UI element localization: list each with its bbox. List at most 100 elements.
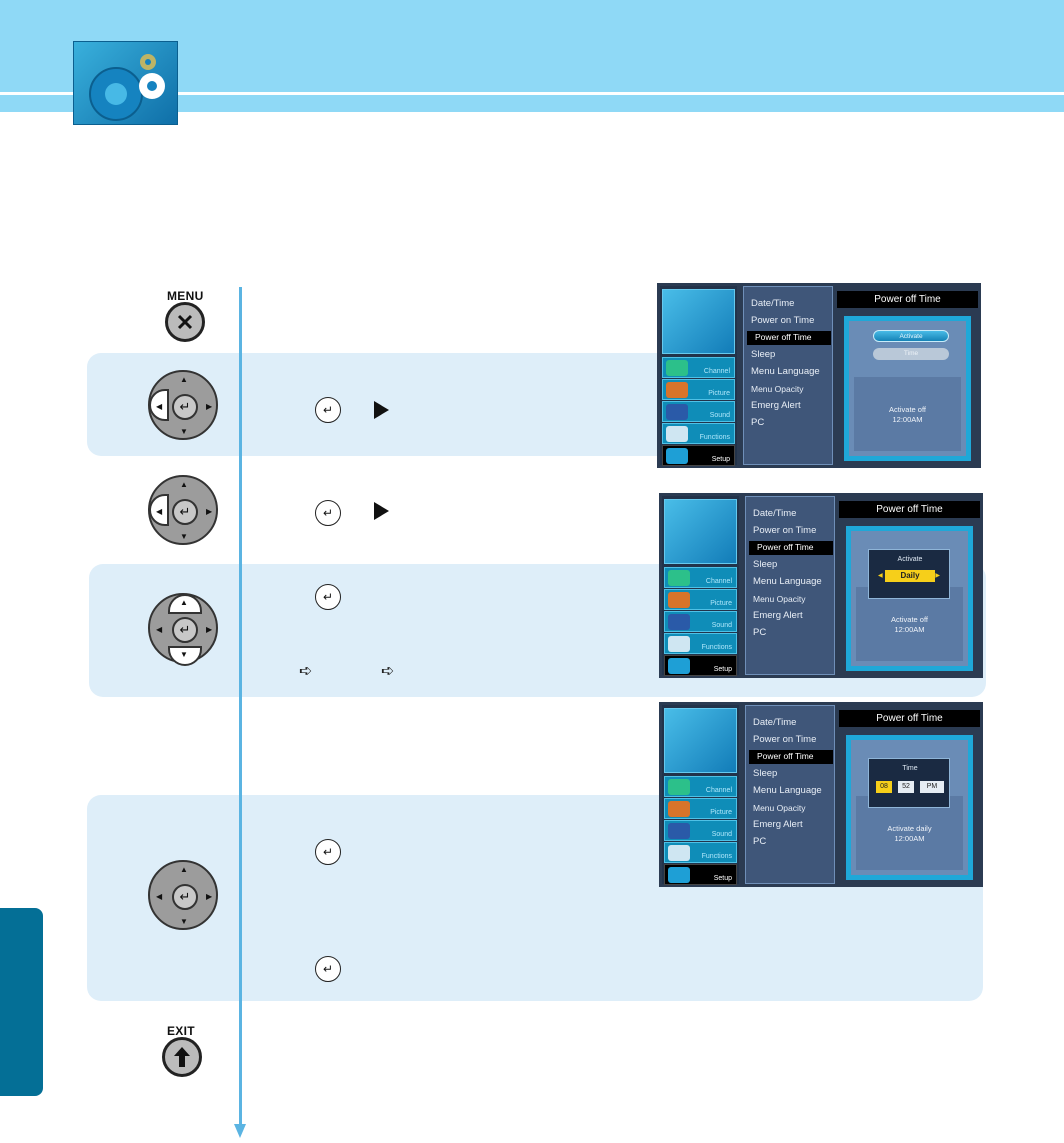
setup-icon [666, 448, 688, 464]
enter-key[interactable]: ↵ [172, 394, 198, 420]
category-channel[interactable]: Channel [662, 357, 735, 378]
enter-key[interactable]: ↵ [172, 884, 198, 910]
panel-frame: Activate Time Activate off 12:00AM [844, 316, 971, 461]
menu-item-power-off-time[interactable]: Power off Time [749, 541, 833, 555]
menu-item-menu-language[interactable]: Menu Language [751, 366, 820, 377]
category-picture[interactable]: Picture [664, 798, 737, 819]
exit-button-label: EXIT [167, 1024, 195, 1038]
menu-item-power-on-time[interactable]: Power on Time [753, 525, 817, 536]
time-button[interactable]: Time [873, 348, 949, 360]
panel-title: Power off Time [839, 710, 980, 727]
functions-icon [668, 845, 690, 861]
category-picture[interactable]: Picture [664, 589, 737, 610]
sound-icon [666, 404, 688, 420]
enter-icon: ↵ [315, 584, 341, 610]
dpad-left-highlight[interactable]: ▲ ▼ ◀ ▶ ↵ [148, 370, 218, 440]
dpad-updown-highlight[interactable]: ▲ ▼ ◀ ▶ ↵ [148, 593, 218, 666]
category-sound[interactable]: Sound [664, 820, 737, 841]
play-triangle-icon [374, 401, 389, 419]
activate-button[interactable]: Activate [873, 330, 949, 342]
menu-button[interactable] [165, 302, 205, 342]
activate-value-selector[interactable]: Daily [885, 570, 935, 582]
status-line-1: Activate off [889, 405, 926, 414]
ampm-field[interactable]: PM [920, 781, 944, 793]
menu-item-menu-language[interactable]: Menu Language [753, 785, 822, 796]
category-bar: Channel Picture Sound Functions Setup [662, 705, 739, 885]
status-box: Activate daily 12:00AM [856, 796, 963, 870]
setup-gear-icon [73, 41, 178, 125]
left-arrow-icon: ◀ [156, 507, 163, 516]
menu-item-power-on-time[interactable]: Power on Time [751, 315, 815, 326]
dpad[interactable]: ▲ ▼ ◀ ▶ ↵ [148, 860, 218, 930]
category-bar: Channel Picture Sound Functions Setup [660, 286, 737, 466]
close-x-icon [177, 314, 193, 330]
dpad-left-highlight[interactable]: ▲ ▼ ◀ ▶ ↵ [148, 475, 218, 545]
enter-key[interactable]: ↵ [172, 499, 198, 525]
dpad-left-key[interactable] [149, 494, 169, 526]
play-triangle-icon [374, 502, 389, 520]
menu-item-menu-opacity[interactable]: Menu Opacity [753, 803, 806, 813]
enter-icon: ↵ [315, 397, 341, 423]
up-arrow-icon: ▲ [180, 480, 188, 489]
category-setup[interactable]: Setup [664, 864, 737, 885]
category-functions[interactable]: Functions [664, 842, 737, 863]
menu-item-menu-opacity[interactable]: Menu Opacity [751, 384, 804, 394]
category-sound[interactable]: Sound [664, 611, 737, 632]
flow-arrowhead [234, 1124, 246, 1138]
panel-title: Power off Time [837, 291, 978, 308]
menu-item-menu-language[interactable]: Menu Language [753, 576, 822, 587]
menu-item-emerg-alert[interactable]: Emerg Alert [753, 819, 803, 830]
category-channel[interactable]: Channel [664, 776, 737, 797]
menu-item-emerg-alert[interactable]: Emerg Alert [751, 400, 801, 411]
tv-screen-1: Channel Picture Sound Functions Setup Da… [657, 283, 981, 468]
menu-item-pc[interactable]: PC [751, 417, 765, 428]
minute-field[interactable]: 52 [898, 781, 914, 793]
category-functions[interactable]: Functions [662, 423, 735, 444]
enter-icon: ↵ [315, 500, 341, 526]
hour-field[interactable]: 08 [876, 781, 892, 793]
menu-item-date-time[interactable]: Date/Time [753, 717, 797, 728]
right-arrow-icon: ▶ [206, 402, 213, 411]
header-divider [0, 92, 1064, 95]
channel-icon [666, 360, 688, 376]
menu-item-menu-opacity[interactable]: Menu Opacity [753, 594, 806, 604]
menu-item-pc[interactable]: PC [753, 627, 767, 638]
exit-button[interactable] [162, 1037, 202, 1077]
menu-item-pc[interactable]: PC [753, 836, 767, 847]
panel-inner: Activate daily 12:00AM Time 08 52 PM [851, 740, 968, 875]
category-setup[interactable]: Setup [664, 655, 737, 676]
up-arrow-icon: ▲ [180, 375, 188, 384]
right-arrow-icon: ▶ [935, 573, 940, 579]
setup-menu-list: Date/Time Power on Time Power off Time S… [745, 496, 835, 675]
menu-item-sleep[interactable]: Sleep [751, 349, 776, 360]
enter-icon: ↵ [315, 956, 341, 982]
panel-frame: Activate daily 12:00AM Time 08 52 PM [846, 735, 973, 880]
menu-item-power-on-time[interactable]: Power on Time [753, 734, 817, 745]
enter-key[interactable]: ↵ [172, 617, 198, 643]
status-line-2: 12:00AM [894, 625, 925, 634]
flow-line [239, 287, 242, 1127]
category-picture[interactable]: Picture [662, 379, 735, 400]
menu-item-sleep[interactable]: Sleep [753, 768, 778, 779]
menu-item-power-off-time[interactable]: Power off Time [749, 750, 833, 764]
power-off-time-panel: Power off Time Activate Time Activate of… [837, 286, 978, 465]
category-functions[interactable]: Functions [664, 633, 737, 654]
menu-item-emerg-alert[interactable]: Emerg Alert [753, 610, 803, 621]
up-arrow-icon [174, 1047, 190, 1067]
setup-menu-list: Date/Time Power on Time Power off Time S… [745, 705, 835, 884]
right-arrow-icon: ▶ [206, 507, 213, 516]
functions-icon [666, 426, 688, 442]
up-arrow-icon: ▲ [180, 598, 188, 607]
category-channel[interactable]: Channel [664, 567, 737, 588]
status-line-1: Activate off [891, 615, 928, 624]
channel-icon [668, 570, 690, 586]
menu-item-power-off-time[interactable]: Power off Time [747, 331, 831, 345]
menu-item-sleep[interactable]: Sleep [753, 559, 778, 570]
category-setup[interactable]: Setup [662, 445, 735, 466]
menu-item-date-time[interactable]: Date/Time [753, 508, 797, 519]
panel-inner: Activate off 12:00AM Activate ◀ Daily ▶ [851, 531, 968, 666]
dpad-left-key[interactable] [149, 389, 169, 421]
status-box: Activate off 12:00AM [856, 587, 963, 661]
menu-item-date-time[interactable]: Date/Time [751, 298, 795, 309]
category-sound[interactable]: Sound [662, 401, 735, 422]
